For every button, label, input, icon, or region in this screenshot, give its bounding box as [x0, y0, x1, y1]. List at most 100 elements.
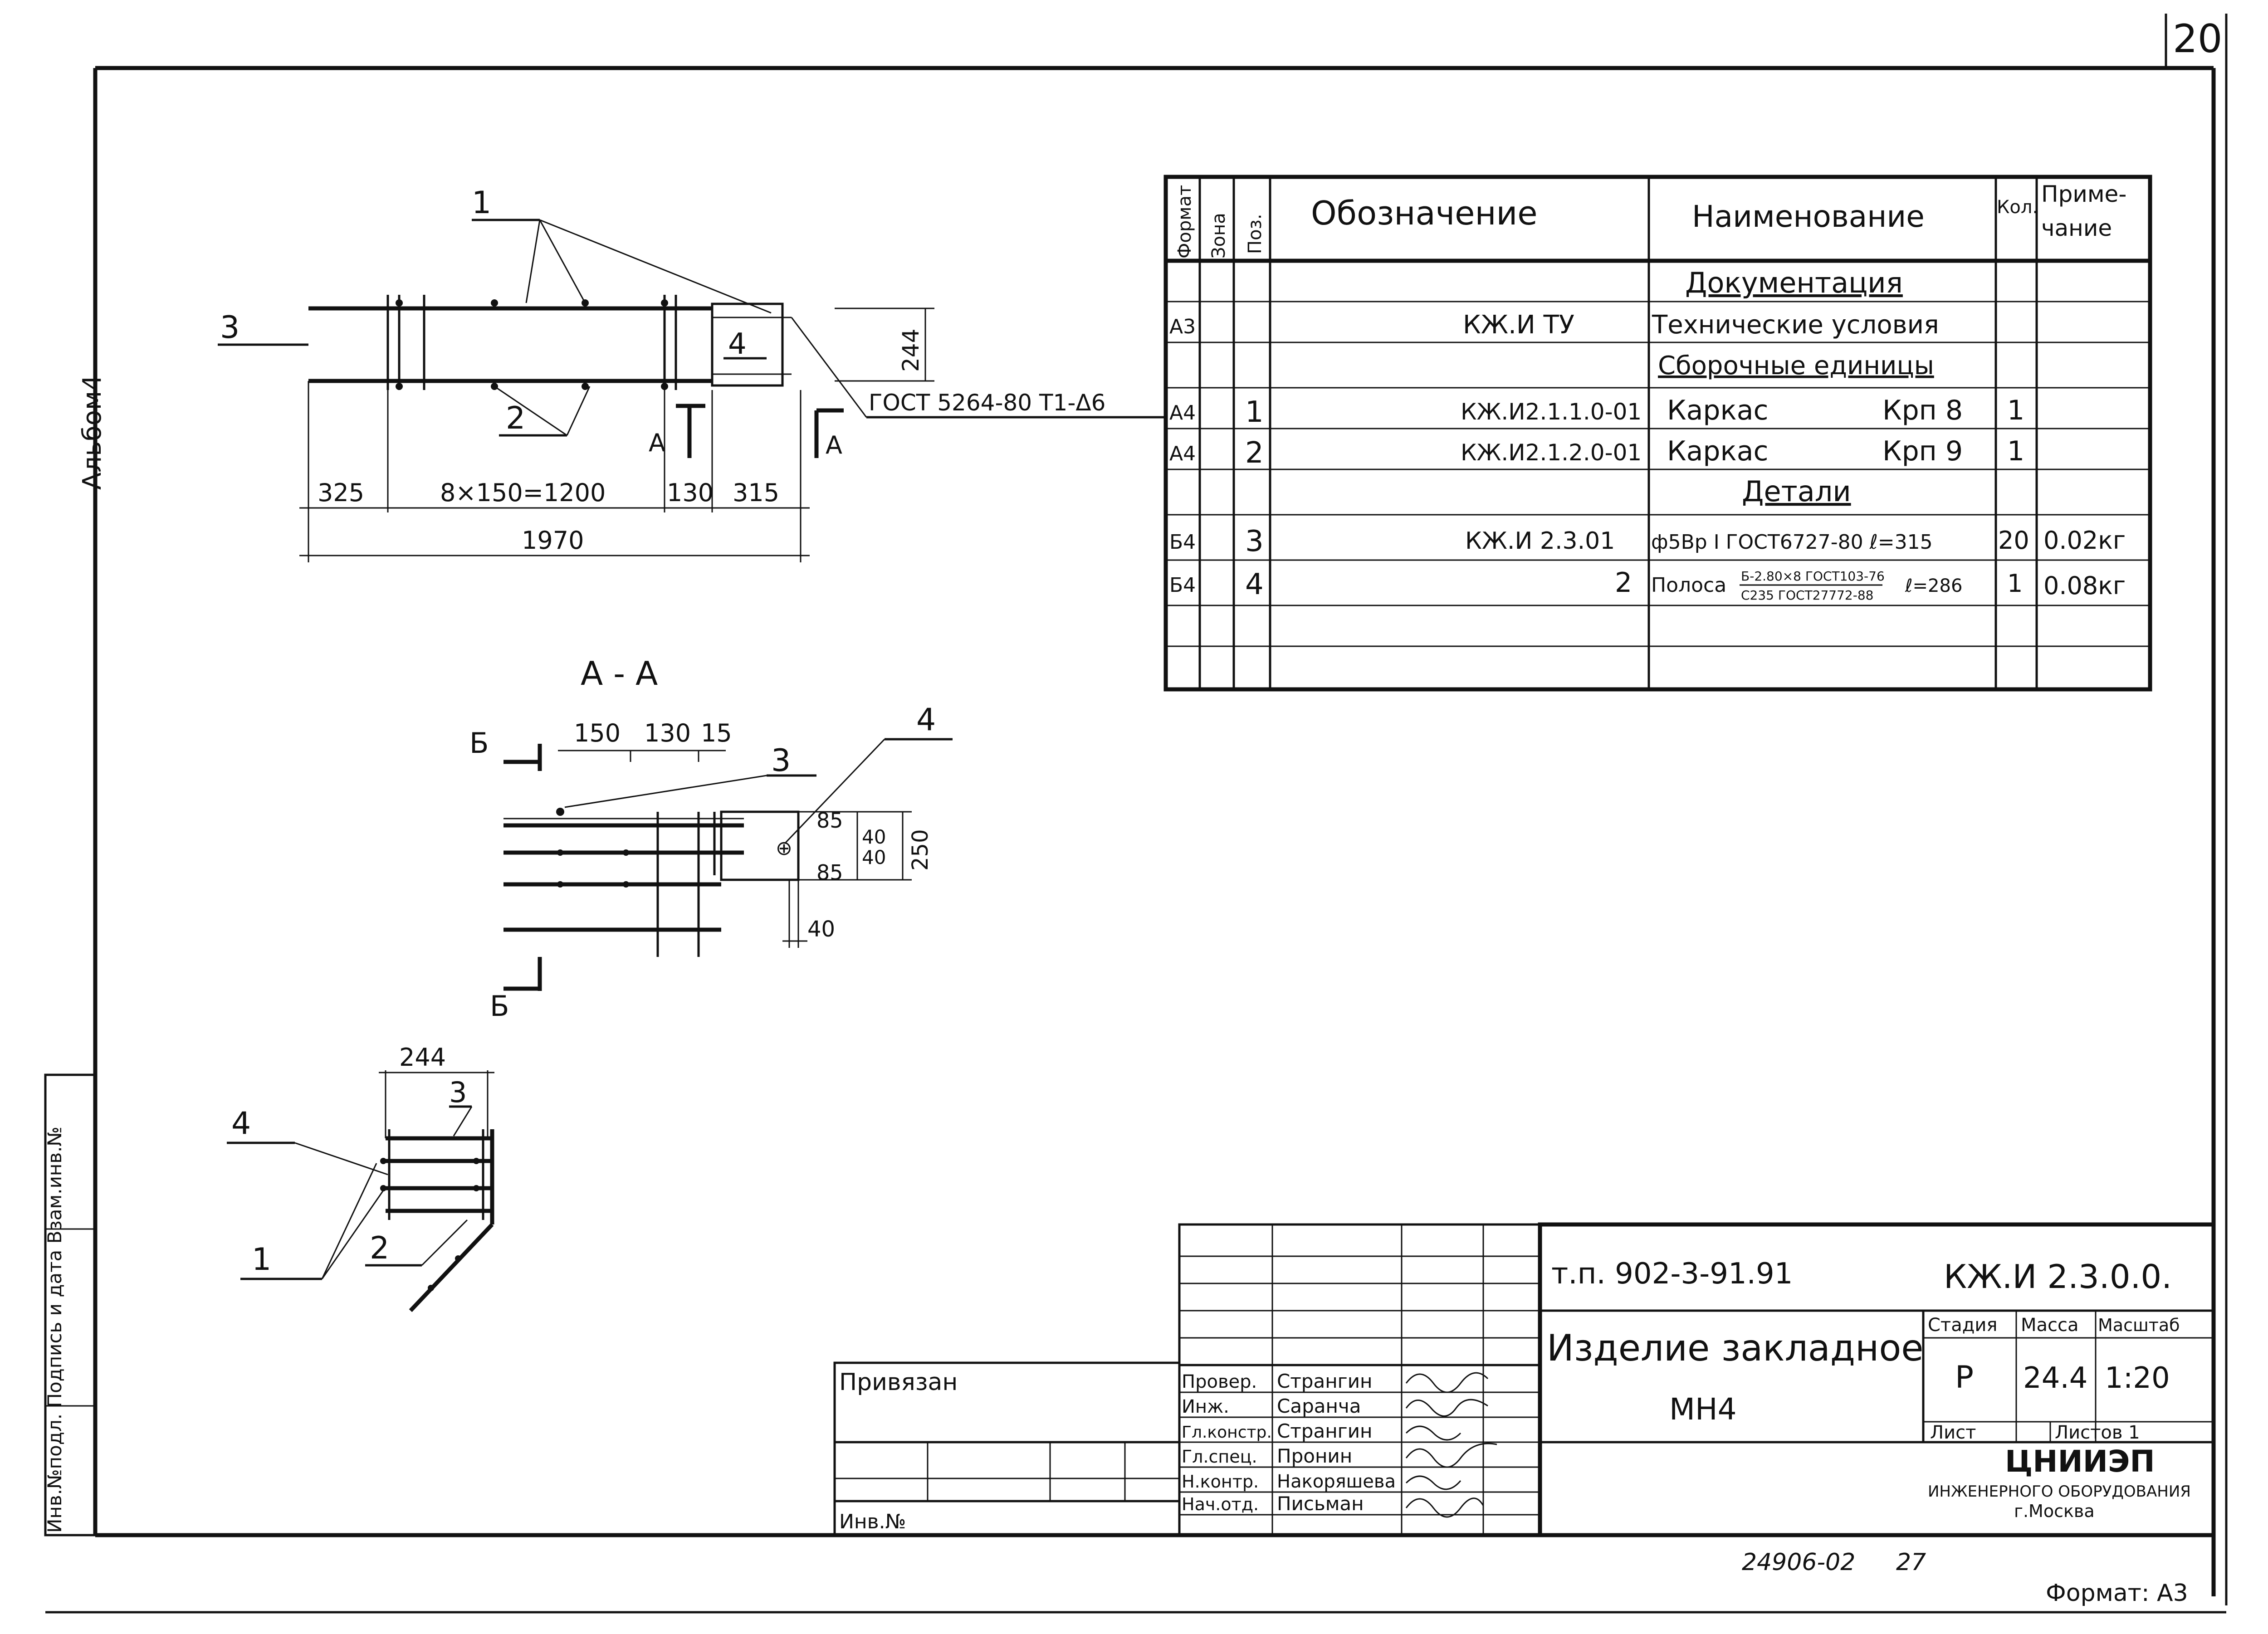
album-label: Альбом4 — [78, 375, 107, 490]
pos-label-3: 3 — [220, 310, 240, 346]
product-mark: МН4 — [1669, 1392, 1737, 1427]
cell-note: 0.02кг — [2043, 526, 2126, 555]
cell-designation: КЖ.И ТУ — [1463, 310, 1574, 340]
staff-name: Странгин — [1277, 1420, 1372, 1442]
section-aa: А - А ⊕ Б Б 150 130 15 3 4 — [469, 654, 953, 1023]
cell-format: Б4 — [1169, 574, 1196, 597]
cell-designation: КЖ.И2.1.1.0-01 — [1461, 399, 1642, 425]
dim-130: 130 — [644, 719, 691, 747]
staff-name: Пронин — [1277, 1445, 1352, 1467]
dim-total: 1970 — [522, 526, 584, 555]
table-row: А3 КЖ.И ТУ Технические условия — [1169, 310, 1939, 340]
org-city: г.Москва — [2014, 1501, 2095, 1521]
header-zone: Зона — [1208, 213, 1229, 259]
dim-height: 244 — [898, 329, 924, 372]
staff-role: Нач.отд. — [1182, 1494, 1259, 1514]
cell-designation: КЖ.И 2.3.01 — [1465, 527, 1615, 555]
cell-name: Технические условия — [1652, 310, 1939, 340]
cut-mark-top: Б — [469, 727, 489, 760]
section-documentation: Документация — [1685, 266, 1903, 299]
cell-name: ф5Вр I ГОСТ6727-80 ℓ=315 — [1651, 531, 1933, 554]
staff-role: Гл.спец. — [1182, 1447, 1257, 1467]
org-desc: ИНЖЕНЕРНОГО ОБОРУДОВАНИЯ — [1928, 1483, 2191, 1501]
pos-label-2: 2 — [506, 400, 525, 436]
section-aa-title: А - А — [581, 654, 658, 693]
table-row: А4 2 КЖ.И2.1.2.0-01 Каркас Крп 9 1 — [1169, 435, 2024, 470]
cell-length: ℓ=286 — [1905, 576, 1962, 596]
staff-row: Провер. Странгин — [1182, 1370, 1372, 1392]
staff-role: Инж. — [1182, 1396, 1229, 1417]
cell-qty: 1 — [2007, 395, 2024, 426]
dim-40-bottom: 40 — [807, 917, 835, 942]
pos-label-3: 3 — [771, 743, 791, 779]
side-stamp-label: Инв.№подл. Подпись и дата Взам.инв.№ — [44, 1127, 66, 1533]
staff-role: Н.контр. — [1182, 1472, 1259, 1492]
dim-85-bottom: 85 — [816, 860, 843, 885]
cell-format: А4 — [1169, 442, 1196, 465]
cell-pos: 1 — [1245, 395, 1264, 429]
weld-note: ГОСТ 5264-80 Т1-Δ6 — [869, 390, 1105, 416]
header-qty: Кол. — [1997, 197, 2038, 218]
inv-label: Инв.№ — [839, 1510, 906, 1533]
signatures — [1405, 1372, 1497, 1518]
dim-244: 244 — [399, 1043, 446, 1072]
cell-fraction-bottom: С235 ГОСТ27772-88 — [1741, 588, 1873, 603]
mass-value: 24.4 — [2023, 1361, 2088, 1395]
page-number: 20 — [2173, 16, 2222, 62]
table-row: А4 1 КЖ.И2.1.1.0-01 Каркас Крп 8 1 — [1169, 395, 2024, 429]
table-row: Б4 4 2 Полоса Б-2.80×8 ГОСТ103-76 С235 Г… — [1169, 567, 2126, 603]
dim-130: 130 — [667, 478, 714, 507]
product-title: Изделие закладное — [1547, 1327, 1924, 1369]
section-assemblies: Сборочные единицы — [1658, 351, 1934, 380]
dim-150: 150 — [574, 719, 621, 747]
dim-1200: 8×150=1200 — [440, 478, 606, 507]
cell-pos: 3 — [1245, 525, 1264, 558]
header-designation: Обозначение — [1311, 194, 1538, 232]
dim-85-top: 85 — [816, 808, 843, 833]
plate-mark: ⊕ — [776, 837, 792, 860]
sheets-label: Листов 1 — [2055, 1422, 2140, 1443]
scale-value: 1:20 — [2105, 1361, 2170, 1395]
cell-format: А4 — [1169, 401, 1196, 424]
dim-40-b: 40 — [862, 846, 886, 868]
org-name: ЦНИИЭП — [2005, 1444, 2155, 1479]
staff-row: Инж. Саранча — [1182, 1395, 1361, 1417]
section-mark-a-right: А — [826, 431, 842, 459]
staff-name: Письман — [1277, 1493, 1364, 1515]
mass-header: Масса — [2021, 1315, 2079, 1336]
drawing-code: КЖ.И 2.3.0.0. — [1944, 1258, 2172, 1296]
section-details: Детали — [1742, 475, 1851, 508]
staff-name: Саранча — [1277, 1395, 1361, 1417]
header-note-2: чание — [2041, 215, 2112, 241]
section-bb: 244 4 3 1 2 — [227, 1043, 494, 1312]
staff-role: Гл.констр. — [1182, 1423, 1272, 1442]
format-label: Формат: А3 — [2046, 1580, 2188, 1607]
header-format: Формат — [1174, 185, 1195, 259]
cell-note: 0.08кг — [2043, 571, 2126, 600]
cell-designation: КЖ.И2.1.2.0-01 — [1461, 439, 1642, 466]
pos-label-1: 1 — [472, 185, 491, 221]
staff-role: Провер. — [1182, 1371, 1257, 1392]
archive-page: 27 — [1896, 1549, 1926, 1576]
table-row: Б4 3 КЖ.И 2.3.01 ф5Вр I ГОСТ6727-80 ℓ=31… — [1169, 525, 2126, 558]
cell-designation: 2 — [1615, 567, 1632, 599]
sheet-frame — [45, 14, 2228, 1614]
cut-mark-bottom: Б — [490, 990, 509, 1023]
cell-mark: Крп 8 — [1882, 395, 1963, 426]
stage-value: Р — [1955, 1360, 1974, 1395]
pos-label-1: 1 — [252, 1242, 271, 1278]
cell-name: Каркас — [1667, 435, 1768, 467]
dim-315: 315 — [733, 478, 779, 507]
cell-mark: Крп 9 — [1882, 435, 1963, 467]
pos-label-4: 4 — [728, 327, 747, 361]
staff-row: Н.контр. Накоряшева — [1182, 1471, 1396, 1492]
cell-format: А3 — [1169, 315, 1196, 338]
specification-table: Формат Зона Поз. Обозначение Наименовани… — [1163, 175, 2152, 692]
title-block: Привязан Инв.№ Провер. Странгин Инж. Сар… — [833, 1222, 2216, 1537]
pos-label-2: 2 — [370, 1230, 389, 1266]
staff-row: Гл.констр. Странгин — [1182, 1420, 1372, 1442]
cell-format: Б4 — [1169, 531, 1196, 554]
stage-header: Стадия — [1928, 1315, 1997, 1336]
staff-row: Нач.отд. Письман — [1182, 1493, 1364, 1515]
